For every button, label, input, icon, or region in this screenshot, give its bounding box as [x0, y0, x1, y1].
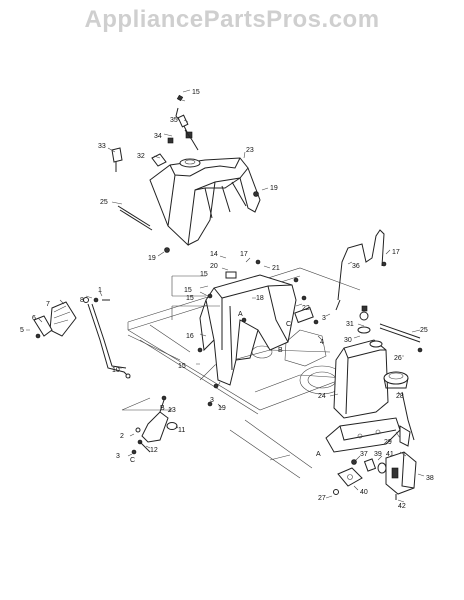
fuel-tank: [333, 305, 389, 419]
callout-label: 16: [186, 333, 194, 340]
callout-label: 21: [272, 265, 280, 272]
callout-label: 36: [352, 263, 360, 270]
watermark: AppliancePartsPros.com: [84, 6, 380, 33]
callout-label: 22: [302, 305, 310, 312]
callout-label: A: [316, 451, 321, 458]
callout-label: 31: [346, 321, 354, 328]
callout-label: 7: [46, 301, 50, 308]
callout-label: 23: [246, 147, 254, 154]
callout-label: 25: [420, 327, 428, 334]
dash-support: [197, 259, 319, 407]
callout-label: 15: [184, 287, 192, 294]
callout-label: 17: [240, 251, 248, 258]
callout-label: 28: [396, 393, 404, 400]
brake-pedal: [33, 297, 131, 379]
callout-label: 15: [186, 295, 194, 302]
callout-label: A: [238, 311, 243, 318]
callout-label: 19: [148, 255, 156, 262]
callout-label: 15: [200, 271, 208, 278]
callout-label: 14: [210, 251, 218, 258]
callout-label: 40: [360, 489, 368, 496]
callout-label: 33: [98, 143, 106, 150]
fuel-line: [335, 229, 387, 311]
callout-label: 18: [256, 295, 264, 302]
ignition-parts: [111, 94, 259, 253]
callout-label: 42: [398, 503, 406, 510]
detail-box: [121, 275, 220, 411]
callout-label: 19: [270, 185, 278, 192]
callout-label: 15: [192, 89, 200, 96]
callout-label: 17: [392, 249, 400, 256]
callout-label: 38: [426, 475, 434, 482]
callout-label: 4: [320, 339, 324, 346]
callout-label: 3: [210, 397, 214, 404]
callout-label: C: [130, 457, 135, 464]
callout-label: 20: [210, 263, 218, 270]
callout-label: C: [286, 321, 291, 328]
callout-label: 15: [178, 363, 186, 370]
callout-label: 37: [360, 451, 368, 458]
callout-label: 6: [32, 315, 36, 322]
callout-label: 34: [154, 133, 162, 140]
callout-label: 24: [318, 393, 326, 400]
callout-label: 19: [218, 405, 226, 412]
callout-label: B: [278, 347, 283, 354]
callout-label: 5: [20, 327, 24, 334]
callout-label: 29: [384, 439, 392, 446]
fuel-cap: [383, 371, 415, 441]
cable-tie-right: [379, 323, 423, 353]
callout-label: B: [160, 405, 165, 412]
callout-label: 1: [98, 287, 102, 294]
callout-label: 11: [178, 427, 185, 434]
callout-label: 26: [394, 355, 402, 362]
leader-lines: [26, 89, 425, 503]
callout-label: 3: [116, 453, 120, 460]
fuel-pump-assembly: [333, 451, 417, 500]
callout-label: 39: [374, 451, 382, 458]
callout-label: 13: [168, 407, 176, 414]
callout-label: 35: [170, 117, 178, 124]
callout-labels: 15 35 34 33 32 23 19 25 19 14 17 20 21 1…: [20, 89, 434, 510]
callout-label: 30: [344, 337, 352, 344]
callout-label: 41: [386, 451, 394, 458]
callout-label: 8: [80, 297, 84, 304]
callout-label: 27: [318, 495, 326, 502]
callout-label: 10: [112, 367, 120, 374]
linkage-bracket: [131, 395, 178, 455]
callout-label: 32: [137, 153, 145, 160]
callout-label: 25: [100, 199, 108, 206]
tank-bracket: [325, 417, 411, 453]
dash-cover: [149, 157, 261, 247]
cable-tie-left: [117, 205, 153, 231]
callout-label: 3: [322, 315, 326, 322]
callout-label: 12: [150, 447, 158, 454]
callout-label: 2: [120, 433, 124, 440]
